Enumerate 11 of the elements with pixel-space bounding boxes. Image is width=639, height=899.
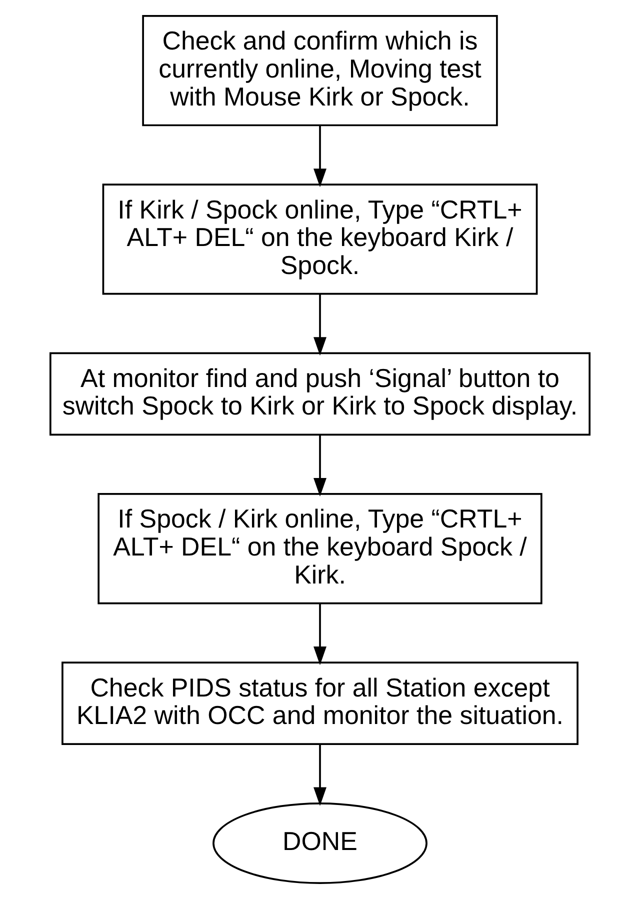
- node-box: Check PIDS status for all Station except KLIA2 with OCC and monitor the situation.: [61, 662, 578, 746]
- node-box: Check and confirm which is currently online, Moving test with Mouse Kirk or Spock.: [142, 15, 498, 126]
- node-box: If Kirk / Spock online, Type “CRTL+ ALT+ DEL“ on the keyboard Kirk / Spock.: [102, 184, 538, 295]
- node-box: If Spock / Kirk online, Type “CRTL+ ALT+ DEL“ on the keyboard Spock / Kirk.: [97, 493, 542, 604]
- arrow: [313, 126, 326, 188]
- arrow: [313, 435, 326, 497]
- arrow: [313, 294, 326, 356]
- node-box: At monitor find and push ‘Signal’ button to switch Spock to Kirk or Kirk to Spock display.: [48, 352, 590, 436]
- arrow: [313, 603, 326, 666]
- arrow: [313, 744, 326, 806]
- node-ellipse: DONE: [212, 802, 427, 884]
